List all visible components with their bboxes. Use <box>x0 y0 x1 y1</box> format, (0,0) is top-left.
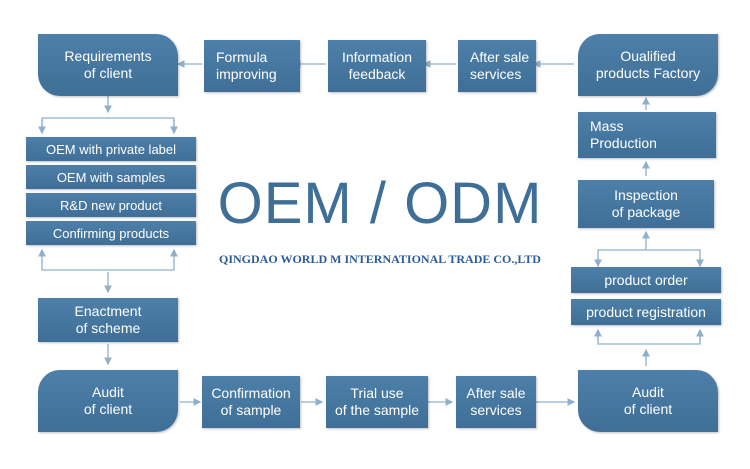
enactment-label: Enactment of scheme <box>74 303 142 336</box>
information-label: Information feedback <box>341 49 413 82</box>
formula-improving-box: Formula improving <box>204 40 300 92</box>
option-samples: OEM with samples <box>26 165 196 189</box>
confirmation-label: Confirmation of sample <box>211 385 291 418</box>
information-feedback-box: Information feedback <box>328 40 426 92</box>
qualified-label: Oualified products Factory <box>595 48 701 81</box>
option-confirming-products: Confirming products <box>26 221 196 245</box>
confirmation-box: Confirmation of sample <box>202 376 300 428</box>
option-rd-new-product: R&D new product <box>26 193 196 217</box>
audit-left-box: Audit of client <box>38 370 178 432</box>
mass-production-label: Mass Production <box>590 118 657 151</box>
audit-right-label: Audit of client <box>623 384 673 417</box>
product-steps-list: product order product registration <box>571 267 721 331</box>
option-private-label: OEM with private label <box>26 137 196 161</box>
product-order-box: product order <box>571 267 721 293</box>
page-title: OEM / ODM <box>217 171 543 236</box>
requirements-of-client-box: Requirements of client <box>38 34 178 96</box>
inspection-label: Inspection of package <box>611 187 681 220</box>
requirements-label: Requirements of client <box>64 48 152 81</box>
after-sale-bottom-box: After sale services <box>456 376 536 428</box>
product-registration-box: product registration <box>571 299 721 325</box>
audit-right-box: Audit of client <box>578 370 718 432</box>
client-options-list: OEM with private label OEM with samples … <box>26 137 196 249</box>
formula-label: Formula improving <box>216 49 277 82</box>
mass-production-box: Mass Production <box>578 112 716 158</box>
after-sale-top-label: After sale services <box>470 49 530 82</box>
audit-left-label: Audit of client <box>83 384 133 417</box>
trial-label: Trial use of the sample <box>334 385 420 418</box>
after-sale-bottom-label: After sale services <box>466 385 526 418</box>
trial-use-box: Trial use of the sample <box>326 376 428 428</box>
qualified-products-box: Oualified products Factory <box>578 34 718 96</box>
after-sale-top-box: After sale services <box>458 40 536 92</box>
inspection-box: Inspection of package <box>578 180 714 228</box>
enactment-box: Enactment of scheme <box>38 298 178 342</box>
company-name: QINGDAO WORLD M INTERNATIONAL TRADE CO.,… <box>219 252 541 266</box>
